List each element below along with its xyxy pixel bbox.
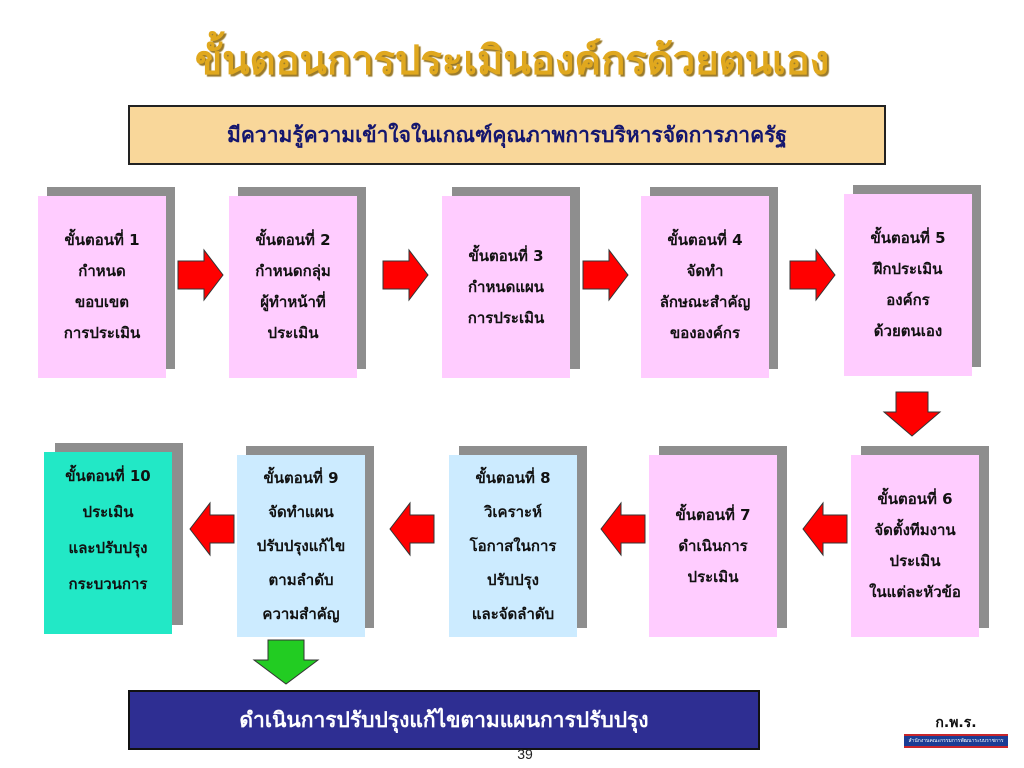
step-4-line-1: ขั้นตอนที่ 4 [667, 231, 743, 249]
step-10-box: ขั้นตอนที่ 10 ประเมิน และปรับปรุง กระบวน… [44, 452, 172, 634]
step-3-line-1: ขั้นตอนที่ 3 [468, 246, 544, 265]
logo-caption: สำนักงานคณะกรรมการพัฒนาระบบราชการ [904, 734, 1008, 748]
step-7-box: ขั้นตอนที่ 7 ดำเนินการ ประเมิน [649, 455, 777, 637]
step-7-line-2: ดำเนินการ [678, 536, 748, 555]
step-5-line-1: ขั้นตอนที่ 5 [870, 229, 946, 247]
step-9-box: ขั้นตอนที่ 9 จัดทำแผน ปรับปรุงแก้ไข ตามล… [237, 455, 365, 637]
step-2-box: ขั้นตอนที่ 2 กำหนดกลุ่ม ผู้ทำหน้าที่ ประ… [229, 196, 357, 378]
step-10-line-3: และปรับปรุง [68, 539, 148, 557]
step-10-line-2: ประเมิน [82, 503, 134, 521]
step-8-box: ขั้นตอนที่ 8 วิเคราะห์ โอกาสในการ ปรับปร… [449, 455, 577, 637]
arrow-left-icon [802, 501, 848, 557]
subtitle-box: มีความรู้ความเข้าใจในเกณฑ์คุณภาพการบริหา… [128, 105, 886, 165]
step-5-line-3: องค์กร [886, 291, 930, 309]
subtitle-text: มีความรู้ความเข้าใจในเกณฑ์คุณภาพการบริหา… [227, 122, 787, 147]
step-2-line-1: ขั้นตอนที่ 2 [255, 231, 331, 249]
step-8-line-5: และจัดลำดับ [471, 605, 555, 623]
step-1-box: ขั้นตอนที่ 1 กำหนด ขอบเขต การประเมิน [38, 196, 166, 378]
page-title: ขั้นตอนการประเมินองค์กรด้วยตนเอง [194, 38, 830, 84]
page-number: 39 [517, 746, 533, 762]
step-5-box: ขั้นตอนที่ 5 ฝึกประเมิน องค์กร ด้วยตนเอง [844, 194, 972, 376]
arrow-left-icon [600, 501, 646, 557]
step-8-line-2: วิเคราะห์ [483, 503, 542, 521]
step-8-line-3: โอกาสในการ [469, 537, 557, 555]
step-4-box: ขั้นตอนที่ 4 จัดทำ ลักษณะสำคัญ ขององค์กร [641, 196, 769, 378]
step-1-line-2: กำหนด [78, 262, 126, 280]
step-2-line-4: ประเมิน [267, 324, 319, 342]
step-3-box: ขั้นตอนที่ 3 กำหนดแผน การประเมิน [442, 196, 570, 378]
step-9-line-1: ขั้นตอนที่ 9 [263, 469, 339, 487]
step-6-line-4: ในแต่ละหัวข้อ [869, 583, 961, 601]
step-6-line-2: จัดตั้งทีมงาน [874, 521, 956, 539]
step-9-line-4: ตามลำดับ [268, 571, 334, 589]
step-6-line-3: ประเมิน [889, 552, 941, 570]
step-3-line-3: การประเมิน [467, 308, 545, 327]
step-1-line-4: การประเมิน [63, 324, 141, 342]
step-7-line-3: ประเมิน [687, 567, 739, 586]
improvement-action-box: ดำเนินการปรับปรุงแก้ไขตามแผนการปรับปรุง [128, 690, 760, 750]
improvement-action-text: ดำเนินการปรับปรุงแก้ไขตามแผนการปรับปรุง [239, 707, 649, 732]
step-10-line-4: กระบวนการ [68, 575, 148, 593]
step-5-line-2: ฝึกประเมิน [873, 260, 943, 278]
step-9-line-3: ปรับปรุงแก้ไข [256, 537, 346, 555]
arrow-down-green-icon [252, 639, 320, 685]
step-8-line-4: ปรับปรุง [486, 571, 539, 589]
step-1-line-1: ขั้นตอนที่ 1 [64, 231, 140, 249]
step-6-box: ขั้นตอนที่ 6 จัดตั้งทีมงาน ประเมิน ในแต่… [851, 455, 979, 637]
arrow-right-icon [382, 248, 429, 302]
step-2-line-2: กำหนดกลุ่ม [255, 262, 331, 280]
arrow-right-icon [582, 248, 629, 302]
step-9-line-2: จัดทำแผน [268, 503, 334, 521]
step-3-line-2: กำหนดแผน [467, 277, 545, 296]
step-2-line-3: ผู้ทำหน้าที่ [260, 293, 326, 311]
step-4-line-4: ขององค์กร [669, 324, 741, 342]
opdc-logo: ก.พ.ร. สำนักงานคณะกรรมการพัฒนาระบบราชการ [904, 712, 1008, 752]
step-6-line-1: ขั้นตอนที่ 6 [877, 490, 953, 508]
step-10-line-1: ขั้นตอนที่ 10 [65, 467, 151, 485]
arrow-left-icon [189, 501, 235, 557]
step-5-line-4: ด้วยตนเอง [873, 322, 943, 340]
step-7-line-1: ขั้นตอนที่ 7 [675, 505, 751, 524]
step-4-line-2: จัดทำ [686, 262, 724, 280]
step-4-line-3: ลักษณะสำคัญ [659, 293, 751, 311]
step-1-line-3: ขอบเขต [75, 293, 129, 311]
logo-text: ก.พ.ร. [935, 715, 977, 731]
arrow-right-icon [789, 248, 836, 302]
arrow-right-icon [177, 248, 224, 302]
step-8-line-1: ขั้นตอนที่ 8 [475, 469, 551, 487]
arrow-left-icon [389, 501, 435, 557]
arrow-down-icon [882, 391, 942, 437]
step-9-line-5: ความสำคัญ [262, 605, 340, 623]
